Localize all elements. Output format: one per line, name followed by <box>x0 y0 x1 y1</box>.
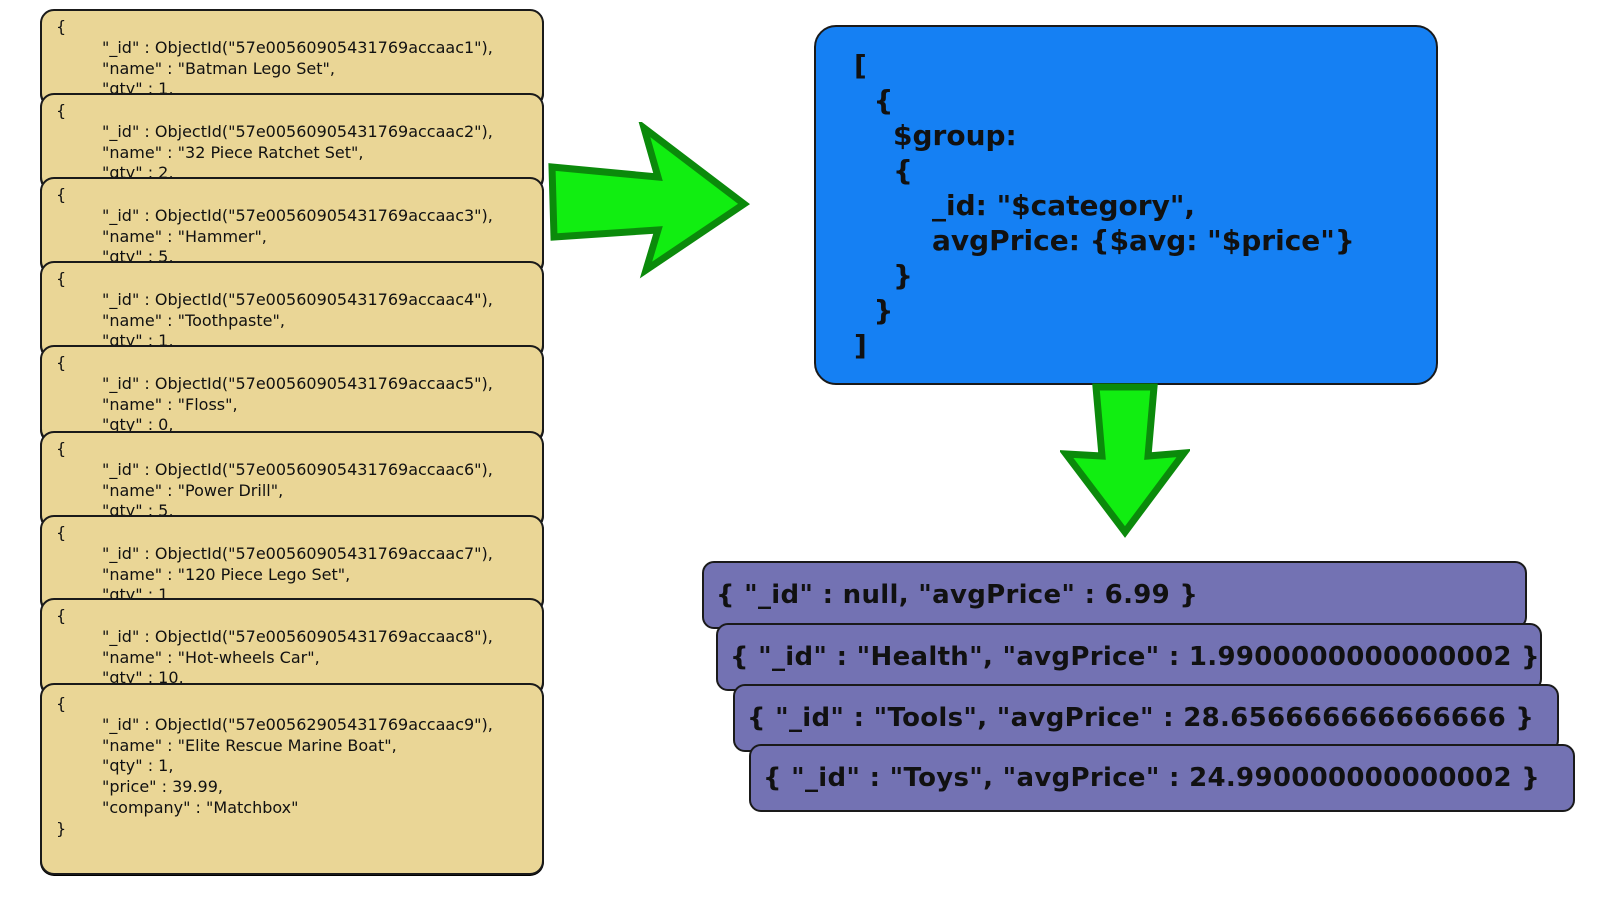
document-card: { "_id" : ObjectId("57e00560905431769acca… <box>40 9 544 107</box>
document-id: "_id" : ObjectId("57e00560905431769accaa… <box>102 289 493 309</box>
document-name: "name" : "Power Drill", <box>102 480 284 500</box>
query-line: { <box>854 84 894 117</box>
query-line: _id: "$category", <box>854 189 1196 222</box>
brace-open: { <box>56 101 67 120</box>
document-id: "_id" : ObjectId("57e00560905431769accaa… <box>102 626 493 646</box>
brace-open: { <box>56 694 67 713</box>
query-line: { <box>854 154 913 187</box>
document-name: "name" : "32 Piece Ratchet Set", <box>102 142 364 162</box>
result-text: { "_id" : "Tools", "avgPrice" : 28.65666… <box>747 703 1535 733</box>
document-price: "price" : 39.99, <box>102 777 223 797</box>
query-line: avgPrice: {$avg: "$price"} <box>854 224 1355 257</box>
document-card: { "_id" : ObjectId("57e00560905431769acca… <box>40 515 544 613</box>
brace-open: { <box>56 269 67 288</box>
result-row: { "_id" : "Health", "avgPrice" : 1.99000… <box>716 623 1542 691</box>
query-line: [ <box>854 49 867 82</box>
document-name: "name" : "Floss", <box>102 394 238 414</box>
result-row: { "_id" : "Tools", "avgPrice" : 28.65666… <box>733 684 1559 752</box>
document-name: "name" : "Toothpaste", <box>102 310 285 330</box>
document-name: "name" : "Hot-wheels Car", <box>102 647 320 667</box>
document-id: "_id" : ObjectId("57e00560905431769accaa… <box>102 37 493 57</box>
document-name: "name" : "Elite Rescue Marine Boat", <box>102 735 397 755</box>
brace-open: { <box>56 185 67 204</box>
result-text: { "_id" : null, "avgPrice" : 6.99 } <box>716 580 1199 610</box>
brace-open: { <box>56 439 67 458</box>
brace-open: { <box>56 523 67 542</box>
document-card: { "_id" : ObjectId("57e00560905431769acca… <box>40 177 544 275</box>
document-card: { "_id" : ObjectId("57e00560905431769acca… <box>40 345 544 443</box>
result-text: { "_id" : "Toys", "avgPrice" : 24.990000… <box>763 763 1541 793</box>
brace-open: { <box>56 17 67 36</box>
document-qty: "qty" : 0, <box>102 415 174 435</box>
document-id: "_id" : ObjectId("57e00560905431769accaa… <box>102 459 493 479</box>
document-name: "name" : "120 Piece Lego Set", <box>102 564 351 584</box>
document-name: "name" : "Hammer", <box>102 226 267 246</box>
document-id: "_id" : ObjectId("57e00562905431769accaa… <box>102 714 493 734</box>
document-card-full: { "_id" : ObjectId("57e00562905431769acca… <box>40 683 544 875</box>
result-row: { "_id" : "Toys", "avgPrice" : 24.990000… <box>749 744 1575 812</box>
document-name: "name" : "Batman Lego Set", <box>102 58 335 78</box>
down-arrow-icon <box>1060 383 1190 538</box>
right-arrow-icon <box>548 122 751 279</box>
document-id: "_id" : ObjectId("57e00560905431769accaa… <box>102 121 493 141</box>
result-row: { "_id" : null, "avgPrice" : 6.99 } <box>702 561 1527 629</box>
query-line: $group: <box>854 119 1017 152</box>
query-line: } <box>854 259 913 292</box>
brace-close: } <box>56 818 67 838</box>
query-line: } <box>854 294 894 327</box>
document-card: { "_id" : ObjectId("57e00560905431769acca… <box>40 431 544 529</box>
document-qty: "qty" : 1, <box>102 756 174 776</box>
group-query-box: [ { $group: { _id: "$category", avgPrice… <box>814 25 1438 385</box>
document-id: "_id" : ObjectId("57e00560905431769accaa… <box>102 373 493 393</box>
document-card: { "_id" : ObjectId("57e00560905431769acca… <box>40 261 544 359</box>
document-id: "_id" : ObjectId("57e00560905431769accaa… <box>102 543 493 563</box>
query-line: ] <box>854 329 867 362</box>
document-card: { "_id" : ObjectId("57e00560905431769acca… <box>40 598 544 696</box>
document-qty: "qty" : 10, <box>102 668 184 688</box>
result-text: { "_id" : "Health", "avgPrice" : 1.99000… <box>730 642 1540 672</box>
document-company: "company" : "Matchbox" <box>102 797 299 817</box>
brace-open: { <box>56 606 67 625</box>
document-id: "_id" : ObjectId("57e00560905431769accaa… <box>102 205 493 225</box>
brace-open: { <box>56 353 67 372</box>
